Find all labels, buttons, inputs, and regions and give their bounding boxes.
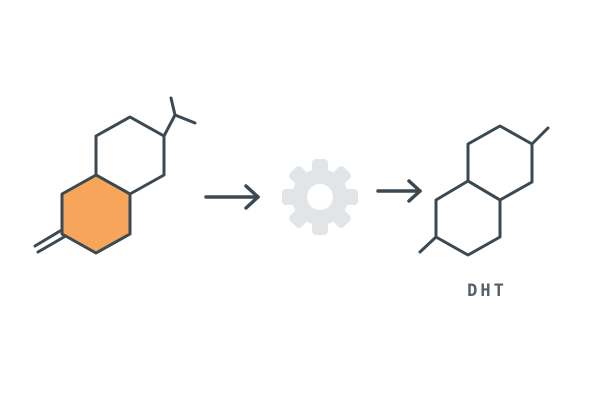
substrate-molecule: [33, 96, 197, 255]
right-arrow-icon: [376, 179, 422, 203]
gear-hole: [307, 184, 333, 210]
product-ring-b: [466, 124, 534, 202]
gear-icon: [282, 159, 358, 235]
substrate-ring-a: [60, 173, 132, 255]
product-molecule: [418, 124, 550, 257]
product-label: DHT: [467, 281, 507, 301]
double-bond: [36, 235, 66, 254]
arrow-head: [407, 179, 422, 203]
double-bond: [33, 229, 62, 248]
methyl-bond: [530, 126, 550, 146]
methyl-bond: [418, 235, 438, 254]
substituent-stub: [169, 96, 177, 117]
substituent-chain: [162, 113, 197, 138]
product-ring-a: [434, 179, 502, 257]
right-arrow-icon: [204, 184, 260, 210]
arrow-head: [244, 184, 260, 210]
